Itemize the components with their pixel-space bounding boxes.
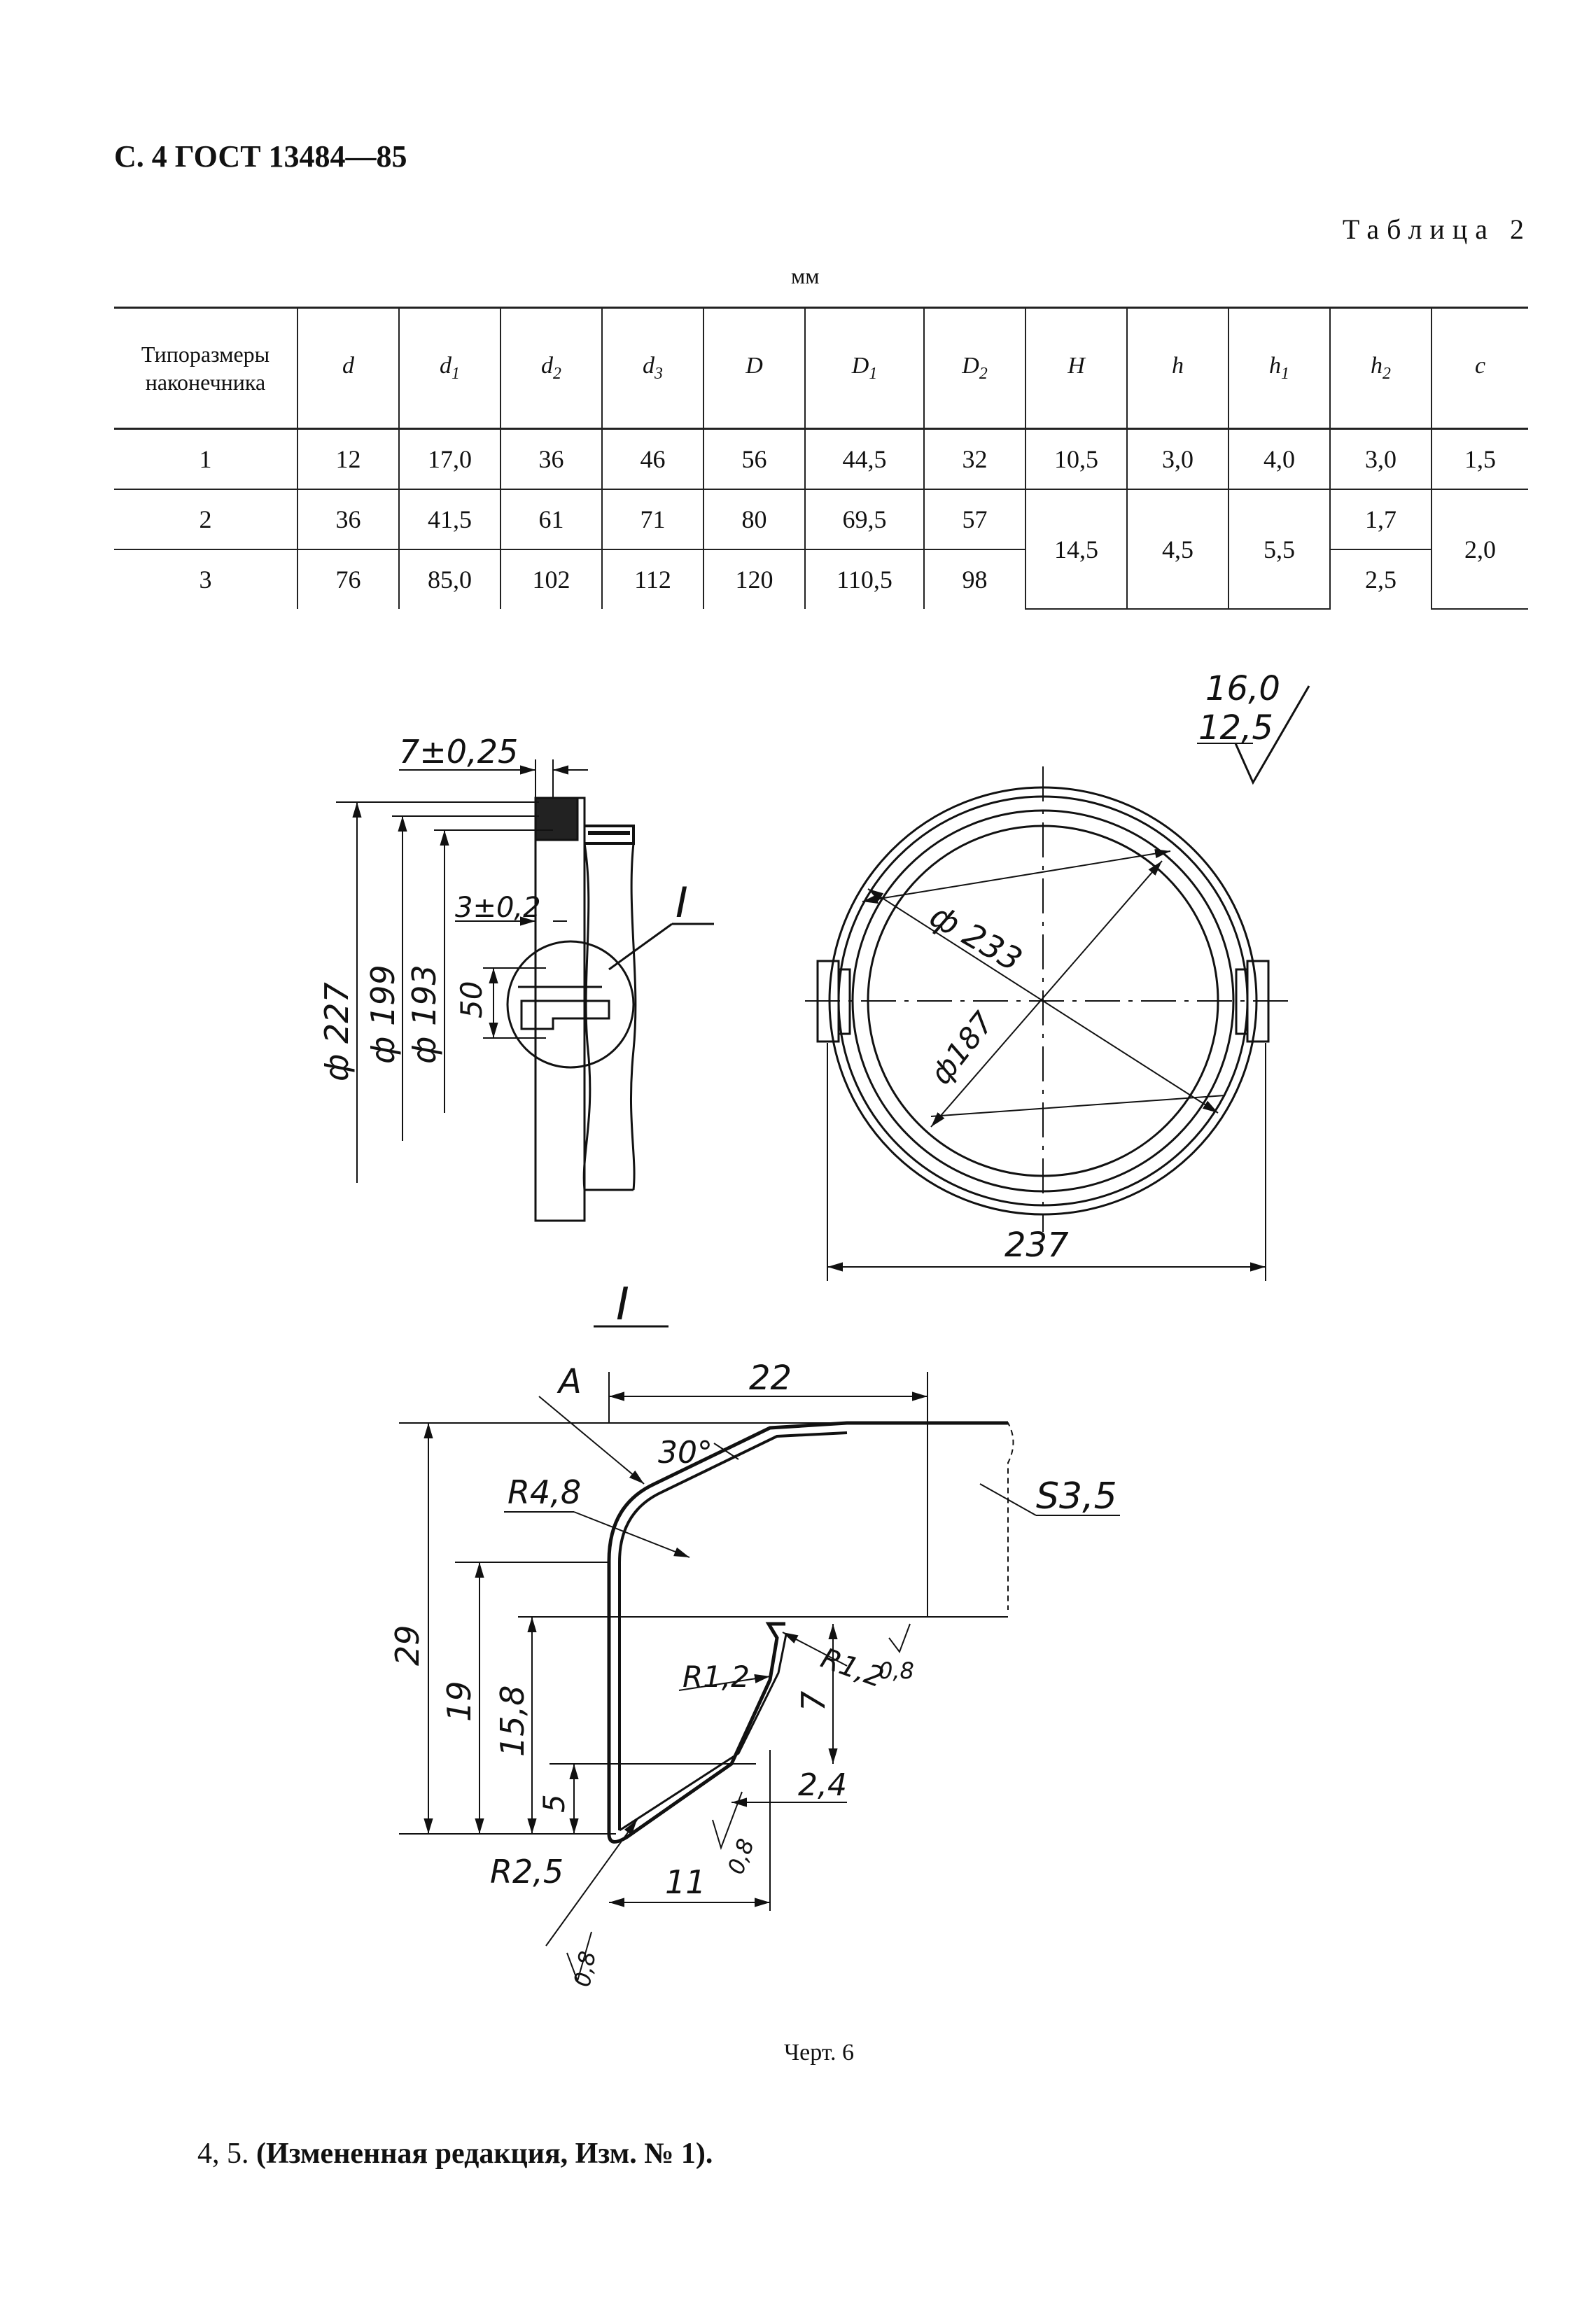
table-cell-merged-h: 4,5 bbox=[1126, 489, 1229, 610]
header-d1: d1 bbox=[398, 307, 501, 430]
table-cell: 36 bbox=[297, 489, 400, 550]
table-units: мм bbox=[791, 263, 820, 288]
table-cell: 36 bbox=[500, 428, 603, 490]
dim-7: 7 bbox=[794, 1691, 832, 1711]
header-d: d bbox=[297, 307, 400, 430]
table-cell: 2 bbox=[114, 489, 298, 550]
dim-22: 22 bbox=[749, 1359, 792, 1398]
dia-233: ф 233 bbox=[924, 897, 1029, 979]
table-cell-merged-c: 2,0 bbox=[1431, 489, 1528, 610]
dim-29: 29 bbox=[388, 1625, 426, 1666]
dim-slot: 3±0,2 bbox=[455, 892, 541, 924]
label-a: А bbox=[556, 1362, 582, 1401]
table-cell: 1,5 bbox=[1431, 428, 1528, 490]
table-cell: 41,5 bbox=[398, 489, 501, 550]
table-cell: 57 bbox=[923, 489, 1026, 550]
table-cell: 102 bbox=[500, 549, 603, 609]
roughness-top: 16,0 bbox=[1205, 669, 1280, 708]
table-cell: 112 bbox=[601, 549, 704, 609]
radius-1-2-left: R1,2 bbox=[682, 1660, 750, 1694]
header-D2: D2 bbox=[923, 307, 1026, 430]
header-h1: h1 bbox=[1228, 307, 1331, 430]
table-cell: 10,5 bbox=[1025, 428, 1128, 490]
footer-note: 4, 5. (Измененная редакция, Изм. № 1). bbox=[197, 2138, 713, 2170]
table-cell: 80 bbox=[703, 489, 806, 550]
detail-ref-label: I bbox=[676, 878, 688, 927]
dim-height: 50 bbox=[454, 981, 489, 1018]
roughness-bottom: 12,5 bbox=[1198, 708, 1273, 748]
table-cell: 120 bbox=[703, 549, 806, 609]
header-c: c bbox=[1431, 307, 1528, 430]
table-cell: 2,5 bbox=[1329, 549, 1432, 609]
angle-30: 30° bbox=[658, 1435, 713, 1471]
roughness-0-8-b: 0,8 bbox=[722, 1835, 760, 1878]
dim-15-8: 15,8 bbox=[493, 1685, 531, 1757]
dia-227: ф 227 bbox=[318, 982, 356, 1081]
table-cell: 17,0 bbox=[398, 428, 501, 490]
table-cell: 32 bbox=[923, 428, 1026, 490]
dim-5: 5 bbox=[537, 1794, 571, 1813]
header-d3: d3 bbox=[601, 307, 704, 430]
dim-2-4: 2,4 bbox=[798, 1767, 847, 1803]
radius-2-5: R2,5 bbox=[490, 1853, 564, 1891]
table-cell: 3,0 bbox=[1329, 428, 1432, 490]
radius-4-8: R4,8 bbox=[507, 1473, 581, 1511]
header-h: h bbox=[1126, 307, 1229, 430]
table-cell: 3 bbox=[114, 549, 298, 609]
roughness-symbol bbox=[1197, 685, 1310, 785]
header-size-type: Типоразмеры наконечника bbox=[114, 307, 298, 430]
dia-199: ф 199 bbox=[364, 965, 402, 1064]
table-header-row: Типоразмеры наконечника d d1 d2 d3 D D1 … bbox=[114, 307, 1528, 430]
header-D: D bbox=[703, 307, 806, 430]
dia-187: ф187 bbox=[923, 1005, 1000, 1091]
table-cell: 110,5 bbox=[804, 549, 925, 609]
detail-title: I bbox=[616, 1279, 629, 1331]
dia-193: ф 193 bbox=[405, 965, 443, 1064]
dim-width: 7±0,25 bbox=[399, 733, 518, 771]
table-cell: 12 bbox=[297, 428, 400, 490]
table-cell: 1,7 bbox=[1329, 489, 1432, 550]
figure-caption: Черт. 6 bbox=[784, 2040, 855, 2066]
dim-11: 11 bbox=[665, 1863, 706, 1901]
table-cell: 3,0 bbox=[1126, 428, 1229, 490]
left-section-view bbox=[336, 759, 714, 1222]
table-row: 1 12 17,0 36 46 56 44,5 32 10,5 3,0 4,0 … bbox=[114, 428, 1528, 490]
table-cell: 69,5 bbox=[804, 489, 925, 550]
dim-19: 19 bbox=[440, 1681, 478, 1722]
table-cell-merged-h1: 5,5 bbox=[1228, 489, 1331, 610]
table-cell-merged-H: 14,5 bbox=[1025, 489, 1128, 610]
header-d2: d2 bbox=[500, 307, 603, 430]
table-cell: 76 bbox=[297, 549, 400, 609]
header-D1: D1 bbox=[804, 307, 925, 430]
thickness-s35: S3,5 bbox=[1036, 1475, 1117, 1517]
detail-view bbox=[399, 1325, 1120, 1984]
dimensions-table: Типоразмеры наконечника d d1 d2 d3 D D1 … bbox=[114, 307, 1528, 610]
header-h2: h2 bbox=[1329, 307, 1432, 430]
roughness-0-8-a: 0,8 bbox=[878, 1657, 914, 1684]
table-cell: 98 bbox=[923, 549, 1026, 609]
table-cell: 46 bbox=[601, 428, 704, 490]
header-H: H bbox=[1025, 307, 1128, 430]
table-cell: 61 bbox=[500, 489, 603, 550]
radius-1-2-right: R1,2 bbox=[817, 1642, 888, 1694]
table-cell: 56 bbox=[703, 428, 806, 490]
table-label: Таблица 2 bbox=[1342, 213, 1532, 245]
table-cell: 71 bbox=[601, 489, 704, 550]
page-header: С. 4 ГОСТ 13484—85 bbox=[114, 139, 407, 174]
table-cell: 44,5 bbox=[804, 428, 925, 490]
table-cell: 4,0 bbox=[1228, 428, 1331, 490]
table-cell: 85,0 bbox=[398, 549, 501, 609]
roughness-0-8-c: 0,8 bbox=[568, 1949, 601, 1989]
table-row: 2 36 41,5 61 71 80 69,5 57 14,5 4,5 5,5 … bbox=[114, 489, 1528, 610]
circle-view bbox=[805, 766, 1288, 1281]
table-row: 3 76 85,0 102 112 120 110,5 98 2,5 bbox=[114, 549, 1528, 609]
width-237: 237 bbox=[1004, 1226, 1069, 1265]
table-cell: 1 bbox=[114, 428, 298, 490]
